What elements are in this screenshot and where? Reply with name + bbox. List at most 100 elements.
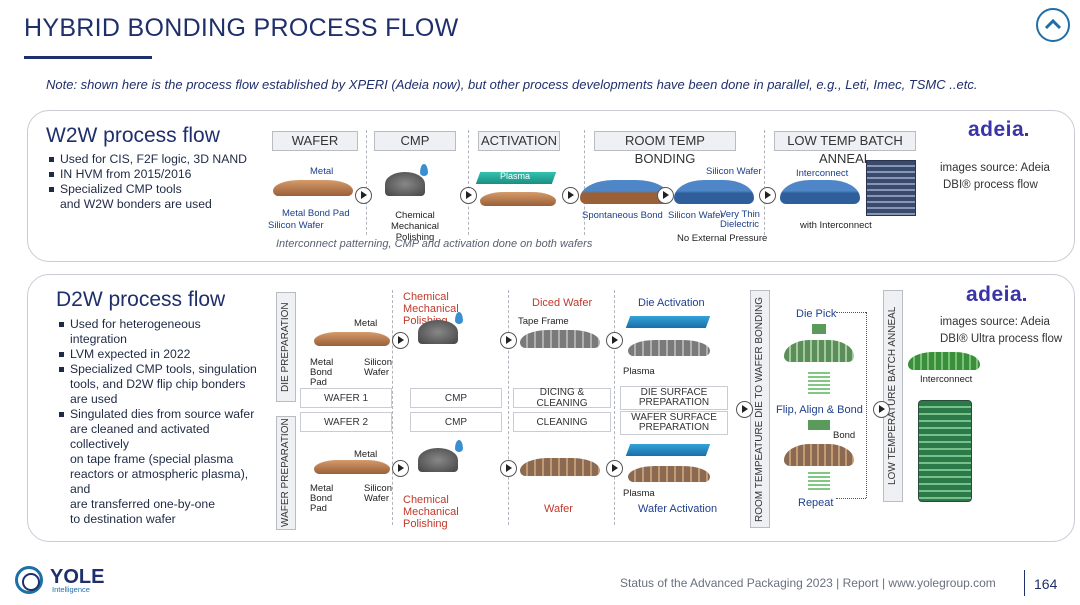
divider <box>614 290 615 525</box>
die-wafer-image <box>784 340 854 362</box>
row-cell: DICING & CLEANING <box>513 387 611 409</box>
cmp-tool-image <box>418 320 458 344</box>
cmp-tool-image <box>418 448 458 472</box>
flow-arrow <box>606 460 623 477</box>
wafer-image <box>273 180 353 196</box>
flow-arrow <box>500 332 517 349</box>
row-cell: WAFER 1 <box>300 388 392 408</box>
w2w-bullet: IN HVM from 2015/2016 <box>49 167 271 182</box>
label-metal-bond-pad: Metal Bond Pad <box>282 208 350 219</box>
flow-arrow <box>460 187 477 204</box>
divider <box>468 130 469 235</box>
row-cell: WAFER SURFACE PREPARATION <box>620 411 728 435</box>
title-underline <box>24 56 152 59</box>
divider <box>366 130 367 235</box>
label-wafer-activation: Wafer Activation <box>638 503 718 515</box>
wafer-image <box>628 466 710 482</box>
die-preparation-header: DIE PREPARATION <box>276 292 296 402</box>
page-number: 164 <box>1034 576 1058 592</box>
label-metal-bond-pad: Metal Bond Pad <box>310 357 334 388</box>
label-die-pick: Die Pick <box>796 308 837 320</box>
label-metal: Metal <box>354 318 378 329</box>
flow-arrow <box>500 460 517 477</box>
row-cell: WAFER 2 <box>300 412 392 432</box>
low-temp-anneal-header: LOW TEMPERATURE BATCH ANNEAL <box>883 290 903 502</box>
scroll-up-button[interactable] <box>1036 8 1070 42</box>
interconnect-wafer-image <box>908 352 980 370</box>
flow-arrow <box>657 187 674 204</box>
plasma-image <box>625 316 711 328</box>
w2w-step-cmp: CMP <box>374 131 456 151</box>
flow-arrow <box>562 187 579 204</box>
footer-text: Status of the Advanced Packaging 2023 | … <box>620 576 996 590</box>
w2w-step-bonding: ROOM TEMP BONDING <box>594 131 736 166</box>
chevron-up-icon <box>1044 18 1062 30</box>
transfer-arrow-image <box>808 370 830 396</box>
row-cell: CMP <box>410 388 502 408</box>
label-flip-align-bond: Flip, Align & Bond <box>776 404 863 416</box>
label-cmp-bottom: Chemical Mechanical Polishing <box>403 494 459 530</box>
wafer-preparation-header: WAFER PREPARATION <box>276 416 296 530</box>
flow-arrow <box>392 332 409 349</box>
wafer-image <box>314 332 390 346</box>
w2w-bullet: Used for CIS, F2F logic, 3D NAND <box>49 152 271 167</box>
divider <box>584 130 585 235</box>
divider <box>392 290 393 525</box>
note-text: Note: shown here is the process flow est… <box>46 77 978 92</box>
label-cmp-top: Chemical Mechanical Polishing <box>403 291 459 327</box>
flow-arrow <box>736 401 753 418</box>
dotted-connector <box>836 312 866 313</box>
droplet-icon <box>455 440 463 452</box>
label-silicon-wafer: Silicon Wafer <box>364 483 392 504</box>
dotted-connector <box>836 498 866 499</box>
label-plasma: Plasma <box>623 366 655 377</box>
label-metal-bond-pad: Metal Bond Pad <box>310 483 334 514</box>
w2w-step-activation: ACTIVATION <box>478 131 560 151</box>
label-diced-wafer: Diced Wafer <box>532 297 593 309</box>
w2w-title: W2W process flow <box>46 124 220 147</box>
d2w-bullet: LVM expected in 2022 <box>59 347 278 362</box>
w2w-step-anneal: LOW TEMP BATCH ANNEAL <box>774 131 916 166</box>
adeia-logo: adeia <box>966 283 1027 307</box>
label-cmp: Chemical Mechanical Polishing <box>390 210 440 243</box>
room-temp-bonding-header: ROOM TEMPEATURE DIE TO WAFER BONDING <box>750 290 770 528</box>
d2w-title: D2W process flow <box>56 288 226 311</box>
label-interconnect: Interconnect <box>920 374 973 385</box>
row-cell: CLEANING <box>513 412 611 432</box>
plasma-image <box>625 444 711 456</box>
footer-divider <box>1024 570 1025 596</box>
label-plasma: Plasma <box>500 171 531 181</box>
label-tape-frame: Tape Frame <box>518 316 569 327</box>
label-repeat: Repeat <box>798 497 834 509</box>
yole-logo: YOLE <box>50 566 105 588</box>
label-bond: Bond <box>833 430 856 441</box>
flow-arrow <box>606 332 623 349</box>
yole-logo-sub: Intelligence <box>52 585 90 594</box>
bonded-wafer-image <box>580 180 670 204</box>
label-metal: Metal <box>310 166 334 177</box>
label-with-interconnect: with Interconnect <box>800 220 872 231</box>
adeia-logo: adeia <box>968 118 1029 142</box>
dotted-connector <box>866 312 868 498</box>
label-no-pressure: No External Pressure <box>677 233 768 244</box>
transfer-arrow-image <box>808 470 830 492</box>
label-silicon-wafer: Silicon Wafer <box>364 357 392 378</box>
label-spontaneous-bond: Spontaneous Bond <box>582 210 663 221</box>
bonded-wafer-image <box>780 180 860 204</box>
flow-arrow <box>392 460 409 477</box>
yole-logo-icon <box>15 566 43 594</box>
flow-arrow <box>355 187 372 204</box>
wafer-image <box>480 192 556 206</box>
wafer-image <box>520 458 600 476</box>
flow-arrow <box>873 401 890 418</box>
flow-arrow <box>759 187 776 204</box>
w2w-step-wafer: WAFER <box>272 131 358 151</box>
label-plasma: Plasma <box>623 488 655 499</box>
label-die-activation: Die Activation <box>638 297 705 309</box>
